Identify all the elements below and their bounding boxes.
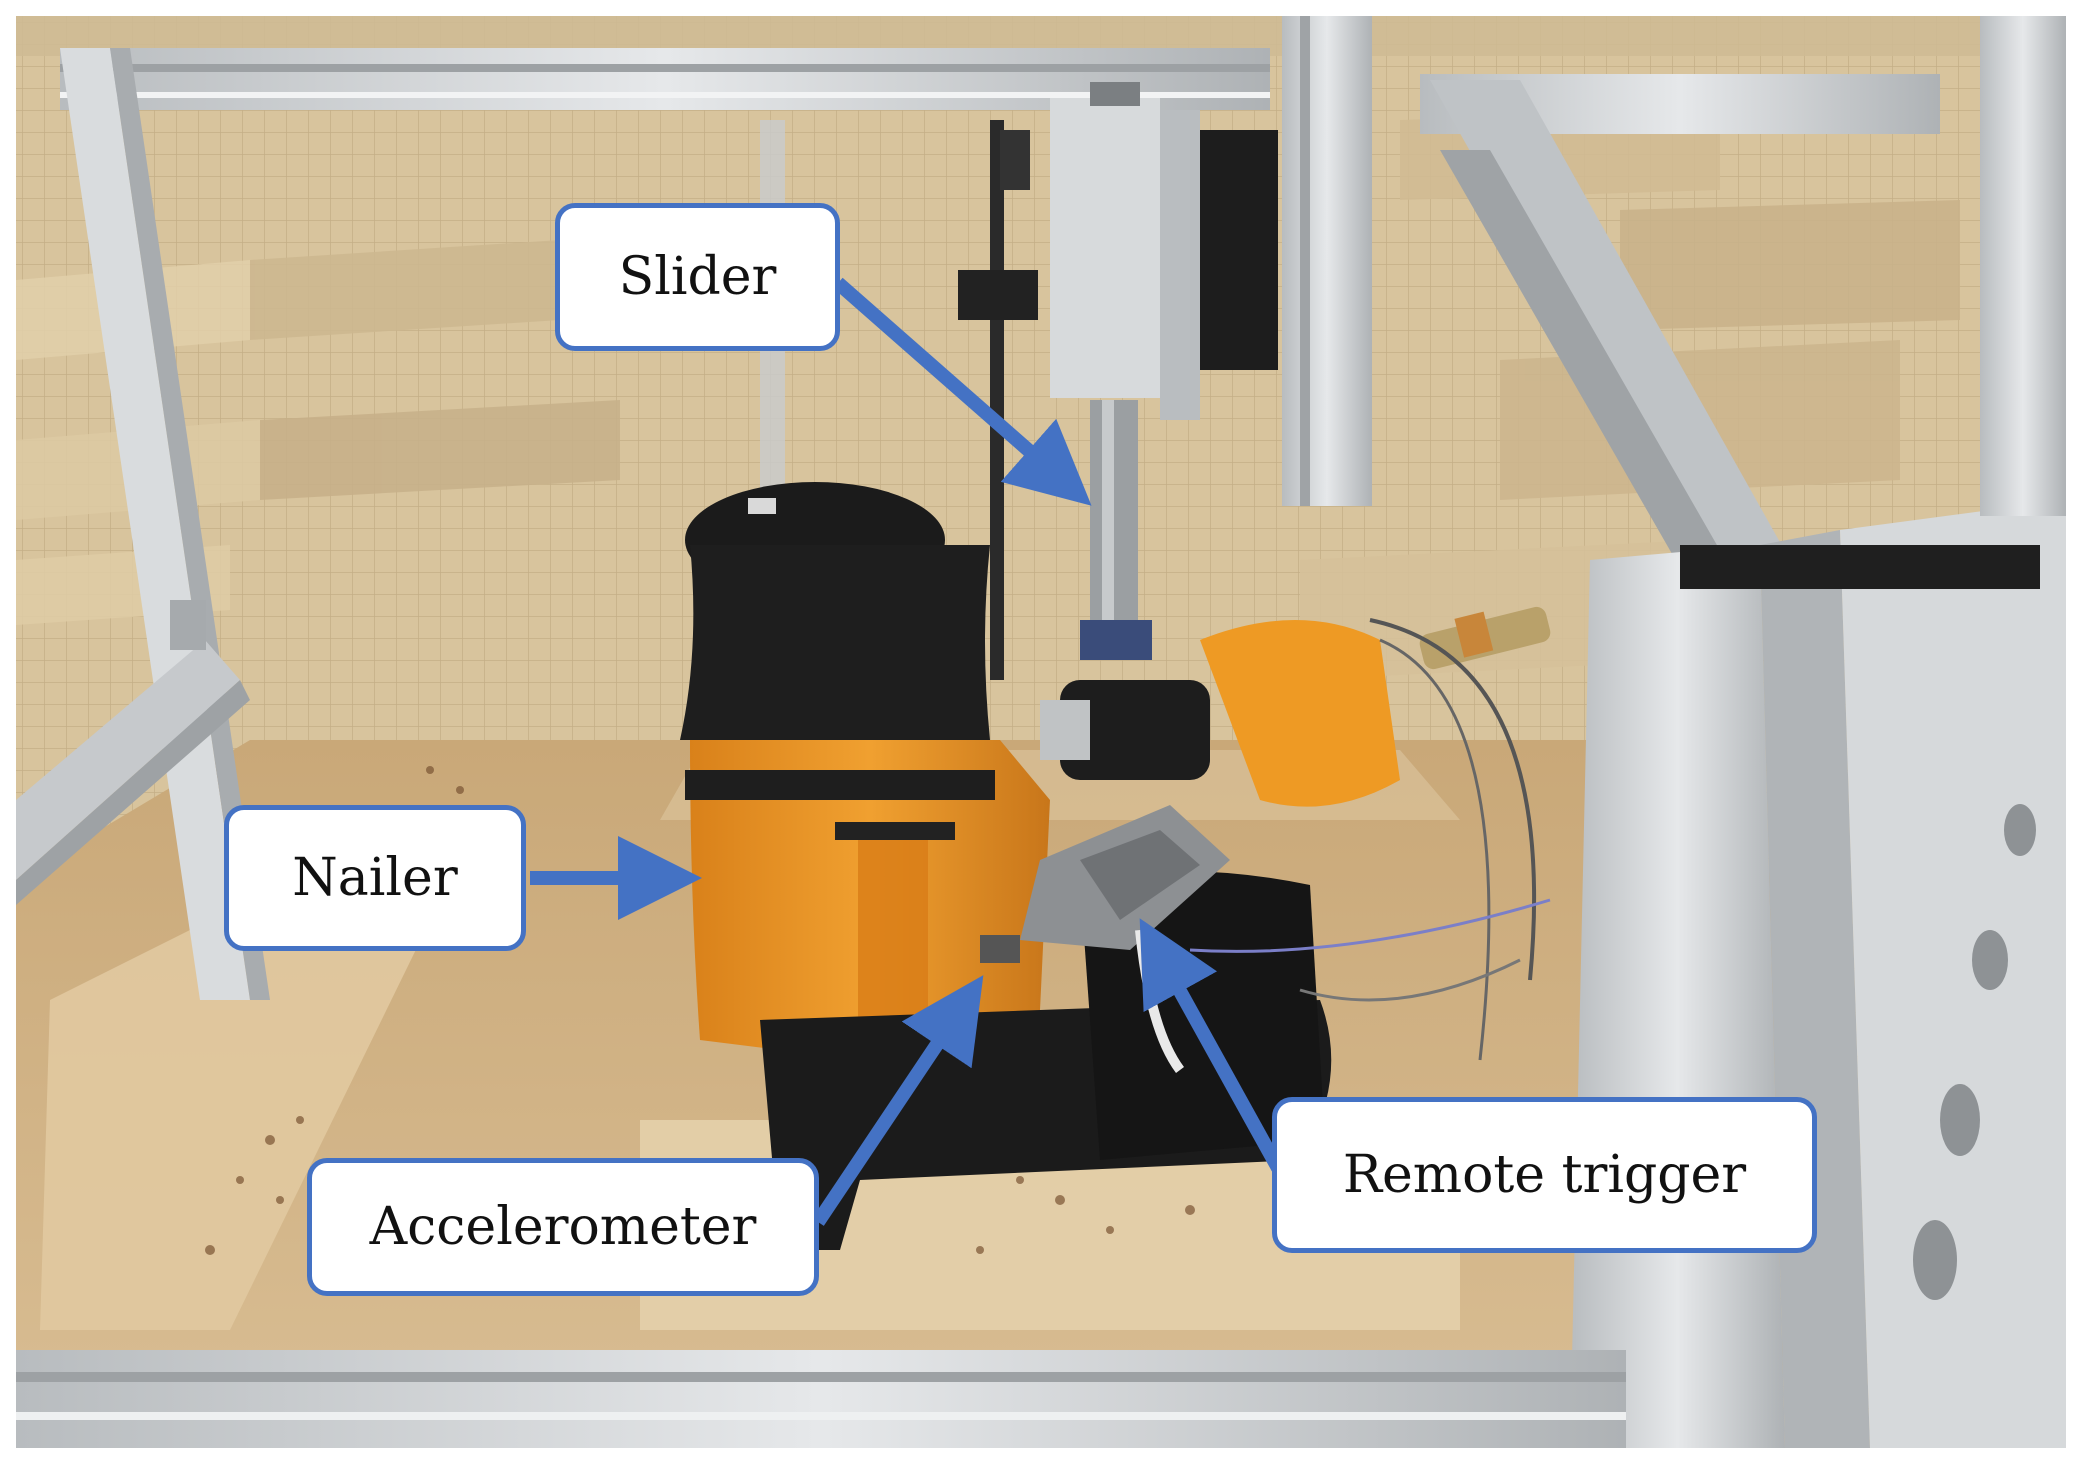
slider-arrow [833, 277, 1092, 506]
aluminum-test-frame [16, 16, 2066, 1448]
remote-trigger-callout: Remote trigger [1272, 1097, 1817, 1253]
accelerometer-callout: Accelerometer [307, 1158, 819, 1296]
annotation-arrows [530, 277, 1285, 1226]
accelerometer [980, 935, 1020, 963]
nailer-callout: Nailer [224, 805, 526, 951]
accelerometer-arrow [812, 975, 984, 1226]
remote-trigger-label: Remote trigger [1342, 1145, 1747, 1205]
slider-rod [958, 82, 1278, 680]
slider-callout: Slider [555, 203, 840, 351]
air-hose-fitting [1189, 606, 1551, 1061]
slider-label: Slider [618, 247, 777, 307]
accelerometer-label: Accelerometer [369, 1197, 757, 1257]
nailer-label: Nailer [292, 848, 458, 908]
remote-trigger-arrow [1139, 918, 1285, 1172]
